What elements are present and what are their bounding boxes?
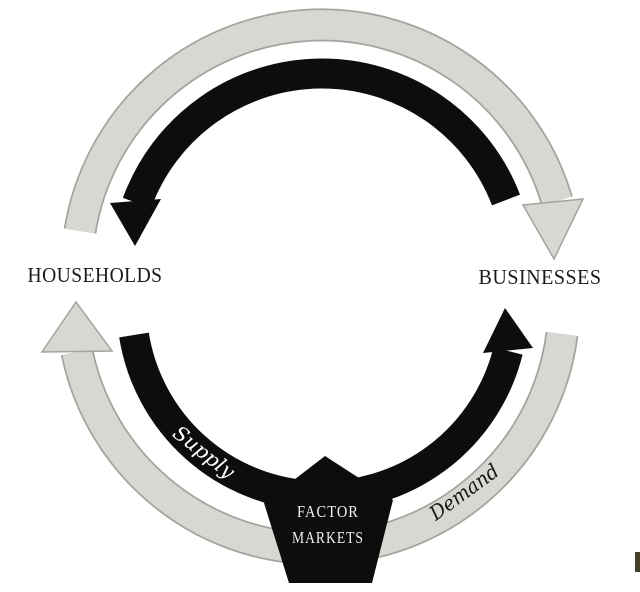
- black-top-arc-arrow: [110, 58, 520, 246]
- gray-up-arrowhead-icon: [40, 300, 114, 353]
- black-up-arrowhead-icon: [483, 308, 533, 353]
- businesses-label: BUSINESSES: [479, 265, 602, 289]
- gray-down-arrowhead-icon: [521, 198, 585, 261]
- factor-markets-pentagon: [264, 456, 393, 583]
- cropped-edge-mark: [635, 552, 640, 572]
- households-label: HOUSEHOLDS: [28, 263, 163, 287]
- black-top-arc: [122, 58, 520, 209]
- factor-markets-label-line2: MARKETS: [292, 528, 364, 547]
- gray-top-arc: [65, 10, 572, 234]
- factor-markets-label-line1: FACTOR: [297, 502, 359, 521]
- black-down-arrowhead-icon: [110, 199, 161, 246]
- gray-top-arc-arrow: [63, 8, 585, 261]
